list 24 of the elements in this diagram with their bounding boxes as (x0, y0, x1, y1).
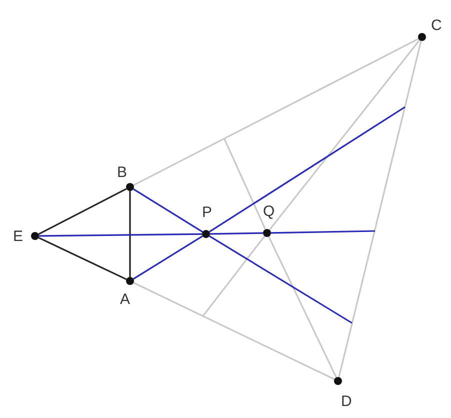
line-segment (133, 282, 335, 380)
point-label: C (431, 17, 442, 34)
line-segment (129, 191, 131, 277)
point-label: D (341, 393, 352, 410)
line-segment (132, 188, 204, 233)
point-label: Q (263, 203, 275, 220)
line-segment (210, 232, 264, 235)
line-segment (133, 38, 419, 186)
line-segment (268, 40, 420, 230)
point-label: E (13, 228, 24, 245)
point-label: B (117, 164, 128, 181)
line-segment (208, 106, 406, 233)
line-segment (132, 235, 204, 280)
line-segment (38, 236, 127, 280)
line-segment (202, 236, 266, 316)
line-segment (39, 233, 202, 237)
line-segment (268, 236, 337, 378)
line-segment (338, 40, 422, 378)
line-segment (270, 230, 376, 234)
point-label: A (120, 291, 130, 308)
line-segment (209, 235, 352, 324)
line-segment (38, 188, 127, 235)
point-label: P (202, 204, 212, 221)
line-segment (223, 138, 266, 230)
